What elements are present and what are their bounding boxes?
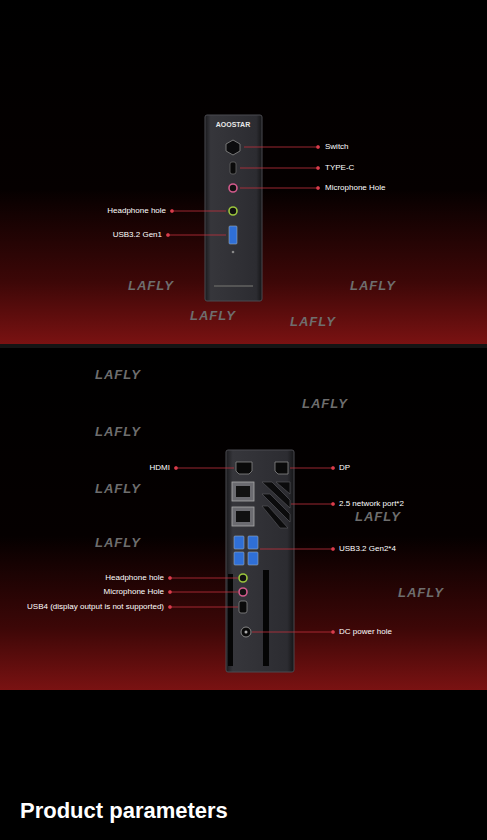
leader-line (176, 468, 234, 469)
headphone-jack (229, 207, 237, 215)
ethernet-port (232, 482, 254, 501)
leader-line (290, 468, 333, 469)
hdmi-port (236, 462, 252, 474)
power-switch (226, 140, 240, 155)
vent-slot (262, 506, 288, 528)
leader-line (244, 147, 318, 148)
housing (205, 115, 262, 301)
callout-label: 2.5 network port*2 (339, 499, 404, 509)
callout-label: Microphone Hole (104, 587, 164, 597)
leader-dot (331, 466, 334, 469)
watermark: LAFLY (95, 535, 141, 551)
callout-label: DP (339, 463, 350, 473)
mic-jack (239, 588, 247, 596)
leader-dot (174, 466, 177, 469)
callout-label: USB4 (display output is not supported) (27, 602, 164, 612)
ethernet-port (232, 507, 254, 526)
engraving (214, 285, 253, 287)
watermark: LAFLY (95, 367, 141, 383)
leader-line (240, 168, 318, 169)
leader-line (291, 504, 333, 505)
housing (226, 450, 294, 672)
led (232, 251, 235, 254)
vent-slot (276, 482, 290, 494)
slot-bracket (263, 570, 269, 666)
leader-dot (168, 576, 171, 579)
page-title: Product parameters (20, 798, 228, 824)
watermark: LAFLY (350, 278, 396, 294)
leader-line (240, 188, 318, 189)
vent (262, 482, 290, 528)
brand-mark: AOOSTAR (216, 121, 250, 129)
leader-line (172, 211, 226, 212)
watermark: LAFLY (302, 396, 348, 412)
front-housing (205, 115, 262, 301)
usb-port (248, 552, 258, 565)
headphone-jack (239, 574, 247, 582)
leader-line (252, 632, 333, 633)
ethernet-port (236, 486, 250, 497)
panel-ground (0, 348, 487, 690)
leader-dot (316, 145, 319, 148)
leader-lines (166, 145, 319, 236)
callout-label: Switch (325, 142, 349, 152)
leader-dot (331, 502, 334, 505)
watermark: LAFLY (398, 585, 444, 601)
leader-line (170, 607, 238, 608)
leader-line (260, 549, 333, 550)
leader-line (170, 578, 238, 579)
callout-label: Headphone hole (107, 206, 166, 216)
leader-dot (331, 630, 334, 633)
watermark: LAFLY (290, 314, 336, 330)
slot-bracket (228, 574, 233, 666)
type-c-port (230, 162, 236, 174)
leader-lines (168, 466, 334, 633)
callout-label: Microphone Hole (325, 183, 385, 193)
usb-ports (234, 536, 258, 565)
usb-port (248, 536, 258, 549)
leader-dot (168, 590, 171, 593)
leader-dot (168, 605, 171, 608)
usb-port (234, 536, 244, 549)
dc-jack (241, 627, 251, 637)
callout-label: TYPE-C (325, 163, 354, 173)
leader-line (168, 235, 226, 236)
rear-housing (226, 450, 294, 672)
leader-line (170, 592, 238, 593)
watermark: LAFLY (95, 481, 141, 497)
mic-jack (229, 184, 237, 192)
ethernet-port (236, 511, 250, 522)
callout-label: Headphone hole (105, 573, 164, 583)
watermark: LAFLY (128, 278, 174, 294)
callout-label: HDMI (150, 463, 170, 473)
callout-label: USB3.2 Gen2*4 (339, 544, 396, 554)
dp-port (275, 462, 288, 474)
watermark: LAFLY (95, 424, 141, 440)
dc-pin (245, 631, 248, 634)
footer-band (0, 690, 487, 840)
panel-ground (0, 0, 487, 344)
leader-dot (166, 233, 169, 236)
leader-dot (316, 166, 319, 169)
leader-dot (316, 186, 319, 189)
watermark: LAFLY (190, 308, 236, 324)
usb-port (234, 552, 244, 565)
watermark: LAFLY (355, 509, 401, 525)
usb-port (229, 226, 237, 244)
panel-divider (0, 344, 487, 348)
leader-dot (170, 209, 173, 212)
callout-label: USB3.2 Gen1 (113, 230, 162, 240)
leader-dot (331, 547, 334, 550)
usb4-port (239, 601, 247, 613)
callout-label: DC power hole (339, 627, 392, 637)
